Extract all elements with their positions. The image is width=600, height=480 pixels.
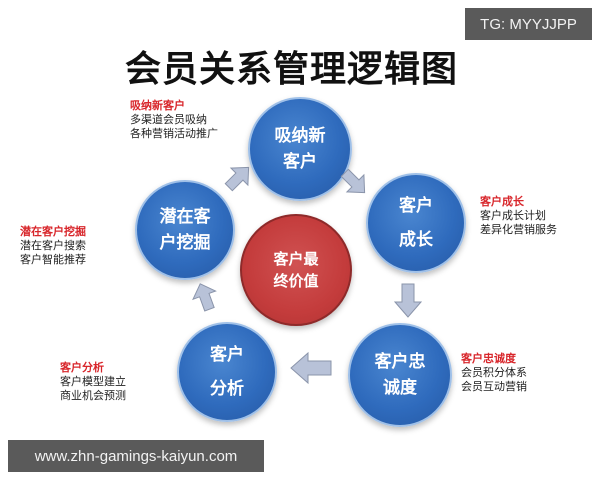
center-customer-lifetime-value: 客户最 终价值 bbox=[240, 214, 352, 326]
node-label-line: 客户 bbox=[283, 152, 317, 172]
node-customer-analysis: 客户 分析 bbox=[177, 322, 277, 422]
arrow-down-icon bbox=[393, 283, 423, 318]
note-title: 客户分析 bbox=[60, 361, 104, 374]
note-title: 客户成长 bbox=[480, 195, 524, 208]
arrow-down-right-icon bbox=[340, 168, 366, 194]
note-line: 会员积分体系 bbox=[461, 366, 527, 379]
node-label-line: 户挖掘 bbox=[159, 233, 211, 253]
center-label-line: 客户最 bbox=[273, 250, 319, 268]
node-customer-loyalty: 客户忠 诚度 bbox=[348, 323, 452, 427]
arrow-left-icon bbox=[290, 351, 332, 385]
site-url-watermark-badge: www.zhn-gamings-kaiyun.com bbox=[8, 440, 264, 472]
note-line: 各种营销活动推广 bbox=[130, 127, 218, 140]
tg-watermark-badge: TG: MYYJJPP bbox=[465, 8, 592, 40]
node-label-line: 潜在客 bbox=[159, 207, 211, 227]
note-line: 多渠道会员吸纳 bbox=[130, 113, 207, 126]
node-customer-growth: 客户 成长 bbox=[366, 173, 466, 273]
center-label-line: 终价值 bbox=[273, 272, 319, 290]
note-line: 商业机会预测 bbox=[60, 389, 126, 402]
note-potential-customers: 潜在客户挖掘 潜在客户搜索 客户智能推荐 bbox=[20, 225, 86, 267]
node-label-line: 吸纳新 bbox=[274, 126, 326, 146]
note-title: 客户忠诚度 bbox=[461, 352, 516, 365]
arrow-up-icon bbox=[192, 283, 217, 312]
node-potential-customers: 潜在客 户挖掘 bbox=[135, 180, 235, 280]
note-line: 差异化营销服务 bbox=[480, 223, 557, 236]
note-customer-growth: 客户成长 客户成长计划 差异化营销服务 bbox=[480, 195, 557, 237]
node-acquire-customers: 吸纳新 客户 bbox=[248, 97, 352, 201]
node-label-line: 成长 bbox=[399, 230, 433, 250]
note-line: 客户智能推荐 bbox=[20, 253, 86, 266]
note-customer-loyalty: 客户忠诚度 会员积分体系 会员互动营销 bbox=[461, 352, 527, 394]
node-label-line: 客户忠 bbox=[374, 352, 426, 372]
diagram-title: 会员关系管理逻辑图 bbox=[125, 49, 459, 90]
note-acquire-customers: 吸纳新客户 多渠道会员吸纳 各种营销活动推广 bbox=[130, 99, 218, 141]
note-line: 客户模型建立 bbox=[60, 375, 126, 388]
note-title: 吸纳新客户 bbox=[130, 99, 185, 112]
node-label-line: 客户 bbox=[210, 345, 244, 365]
note-line: 客户成长计划 bbox=[480, 209, 546, 222]
node-label-line: 客户 bbox=[399, 196, 433, 216]
node-label-line: 诚度 bbox=[383, 378, 417, 398]
node-label-line: 分析 bbox=[210, 379, 244, 399]
note-customer-analysis: 客户分析 客户模型建立 商业机会预测 bbox=[60, 361, 126, 403]
arrow-up-right-icon bbox=[224, 166, 250, 192]
note-line: 会员互动营销 bbox=[461, 380, 527, 393]
note-line: 潜在客户搜索 bbox=[20, 239, 86, 252]
note-title: 潜在客户挖掘 bbox=[20, 225, 86, 238]
